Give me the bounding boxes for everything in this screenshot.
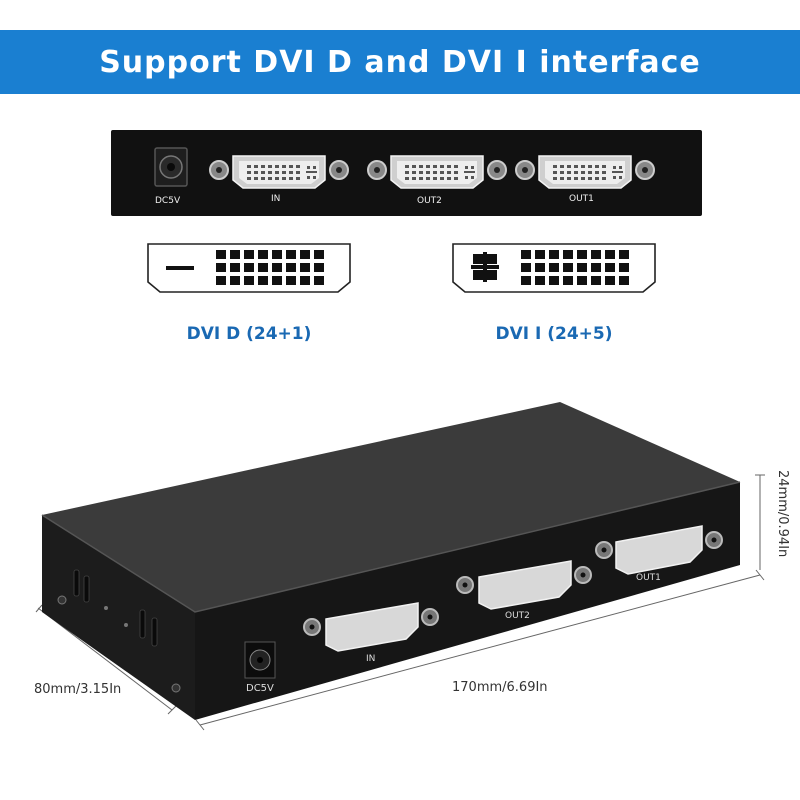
dvi-port-out1 bbox=[515, 155, 655, 189]
dvi-d-caption: DVI D (24+1) bbox=[186, 324, 312, 344]
dvi-port-out2 bbox=[367, 155, 507, 189]
device-top bbox=[42, 402, 740, 612]
device-side bbox=[42, 515, 195, 720]
rear-port-label-out1: OUT1 bbox=[569, 194, 594, 204]
device-dc-jack bbox=[244, 641, 276, 679]
dimension-height: 24mm/0.94In bbox=[775, 470, 790, 558]
dvi-i-pin-diagram bbox=[452, 243, 656, 293]
banner-title: Support DVI D and DVI I interface bbox=[99, 44, 701, 80]
dvi-i-caption: DVI I (24+5) bbox=[495, 324, 613, 344]
rear-panel-image: DC5V IN OUT2 OUT1 bbox=[111, 130, 702, 216]
dvi-d-pin-diagram bbox=[147, 243, 351, 293]
device-photo bbox=[35, 402, 765, 731]
rear-port-label-out2: OUT2 bbox=[417, 196, 442, 206]
device-port-out1 bbox=[595, 525, 723, 575]
device-port-label-out1: OUT1 bbox=[636, 573, 661, 583]
device-port-out2 bbox=[456, 560, 592, 610]
dimension-depth: 80mm/3.15In bbox=[34, 682, 122, 697]
dimension-length: 170mm/6.69In bbox=[452, 680, 548, 695]
device-port-in bbox=[303, 602, 439, 652]
rear-panel-ports bbox=[154, 147, 655, 189]
dc-power-jack bbox=[154, 147, 188, 187]
rear-port-label-in: IN bbox=[271, 194, 281, 204]
rear-power-label: DC5V bbox=[155, 196, 181, 206]
dvi-port-in bbox=[209, 155, 349, 189]
dimension-lines bbox=[35, 474, 765, 731]
device-port-label-out2: OUT2 bbox=[505, 611, 530, 621]
device-power-label: DC5V bbox=[246, 683, 274, 694]
device-port-label-in: IN bbox=[366, 654, 376, 664]
title-banner: Support DVI D and DVI I interface bbox=[0, 30, 800, 94]
